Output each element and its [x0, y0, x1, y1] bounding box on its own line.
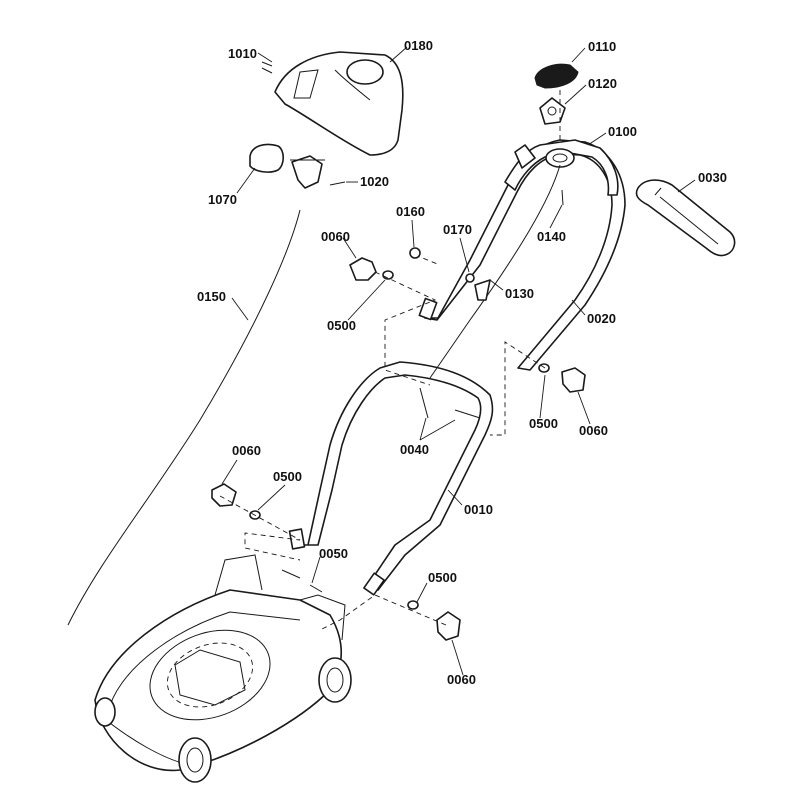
- rear-wheel: [318, 657, 352, 703]
- callout-0180: 0180: [404, 38, 433, 53]
- assembly-line-bottom: [319, 594, 447, 631]
- callout-0060-lower-left: 0060: [232, 443, 261, 458]
- callout-0170: 0170: [443, 222, 472, 237]
- callout-0160: 0160: [396, 204, 425, 219]
- mower-deck: [94, 554, 346, 772]
- callout-0060-upper: 0060: [321, 229, 350, 244]
- clip-0170: [465, 273, 475, 283]
- callout-0100: 0100: [608, 124, 637, 139]
- callout-0130: 0130: [505, 286, 534, 301]
- control-bar: [504, 139, 619, 196]
- throttle-cable: [67, 209, 301, 626]
- front-wheel: [178, 737, 212, 783]
- screw-1020: [329, 181, 346, 186]
- handle-cover: [274, 51, 404, 156]
- callout-1010: 1010: [228, 46, 257, 61]
- knob-0060-upper-left: [349, 257, 394, 281]
- callout-0500-bottom: 0500: [428, 570, 457, 585]
- assembly-line-right: [490, 341, 546, 436]
- callout-0140: 0140: [537, 229, 566, 244]
- assembly-line-left-upper: [374, 271, 437, 386]
- throttle-bracket: [290, 155, 325, 189]
- handle-grip: [635, 179, 736, 257]
- clip-0120: [539, 97, 566, 125]
- callout-1020: 1020: [360, 174, 389, 189]
- callout-0030: 0030: [698, 170, 727, 185]
- callout-0500-lower-left: 0500: [273, 469, 302, 484]
- cable-adjuster: [474, 279, 491, 301]
- lower-handle: [288, 361, 494, 596]
- callout-0050: 0050: [319, 546, 348, 561]
- leader-lines: [221, 46, 696, 676]
- callout-1070: 1070: [208, 192, 237, 207]
- callout-0110: 0110: [588, 39, 616, 54]
- throttle-knob: [249, 143, 285, 173]
- clip-0160: [409, 247, 421, 259]
- brake-cable: [429, 164, 561, 379]
- rear-wheel-left: [94, 697, 116, 727]
- knob-0060-right: [538, 363, 586, 393]
- callout-0020: 0020: [587, 311, 616, 326]
- callout-0040: 0040: [400, 442, 429, 457]
- bolt-0050: [281, 569, 323, 593]
- knob-cap: [534, 63, 579, 89]
- knob-0060-bottom: [407, 600, 461, 641]
- screw-1010: [261, 61, 273, 74]
- bolt-0040: [419, 387, 481, 419]
- callout-0500-right: 0500: [529, 416, 558, 431]
- callout-0010: 0010: [464, 502, 493, 517]
- callout-0120: 0120: [588, 76, 617, 91]
- screw-0140: [561, 189, 564, 206]
- assembly-line-left-lower: [219, 495, 301, 561]
- callout-0060-bottom: 0060: [447, 672, 476, 687]
- callout-0500-upper: 0500: [327, 318, 356, 333]
- callout-0060-right: 0060: [579, 423, 608, 438]
- callout-0150: 0150: [197, 289, 226, 304]
